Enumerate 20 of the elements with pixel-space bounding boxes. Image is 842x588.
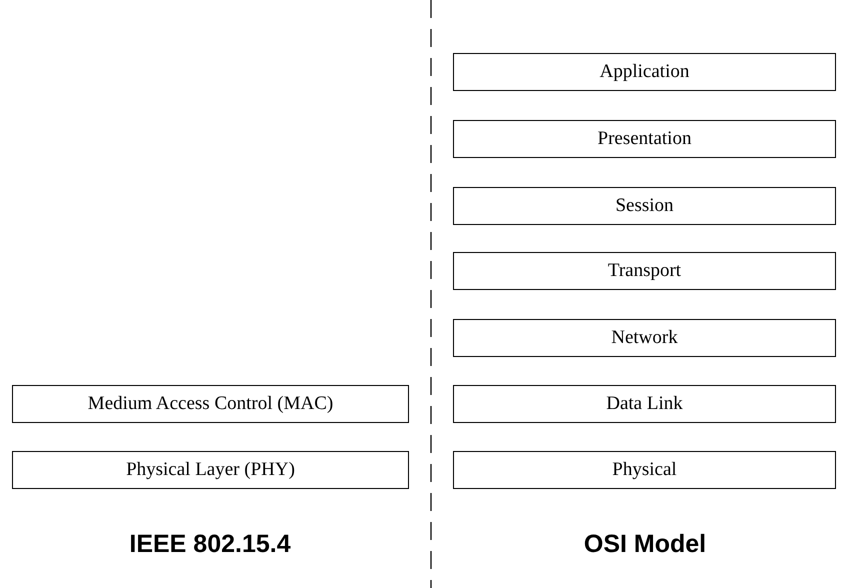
layer-name: Presentation: [598, 128, 692, 150]
layer-name: Physical: [612, 459, 677, 481]
layer-box: [453, 120, 836, 158]
layer-name: Session: [615, 195, 674, 217]
layer-box: [453, 319, 836, 357]
column-heading: IEEE 802.15.4: [128, 530, 292, 559]
column-heading: OSI Model: [582, 530, 708, 559]
layer-box: [12, 451, 409, 489]
layer-name: Data Link: [606, 393, 683, 415]
layer-box: [453, 53, 836, 91]
layer-name: Physical Layer (PHY): [126, 459, 295, 481]
layer-box: [453, 385, 836, 423]
layer-box: [453, 252, 836, 290]
layer-name: Transport: [608, 260, 682, 282]
layer-box: [453, 451, 836, 489]
layer-box: [453, 187, 836, 225]
layer-box: [12, 385, 409, 423]
layer-name: Application: [600, 61, 690, 83]
layer-name: Medium Access Control (MAC): [88, 393, 334, 415]
layer-name: Network: [611, 327, 678, 349]
